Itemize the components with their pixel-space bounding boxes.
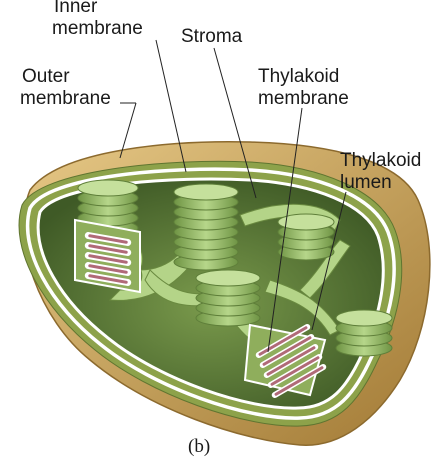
label-thylakoid-membrane: Thylakoid membrane bbox=[258, 66, 349, 109]
grana-stacks bbox=[77, 179, 393, 357]
label-thylakoid-lumen: Thylakoid lumen bbox=[340, 150, 422, 193]
figure-caption: (b) bbox=[188, 436, 211, 457]
granum bbox=[195, 269, 261, 327]
granum bbox=[277, 213, 335, 261]
leader-stroma bbox=[213, 47, 257, 199]
granum bbox=[335, 309, 393, 357]
leader-outer-membrane-2 bbox=[119, 102, 137, 159]
leader-lines bbox=[119, 39, 347, 353]
label-inner-membrane: Inner membrane bbox=[52, 0, 143, 39]
label-outer-membrane: Outer membrane bbox=[20, 66, 111, 109]
cut-granum-right bbox=[243, 323, 327, 398]
leader-thylakoid-membrane bbox=[267, 107, 303, 353]
label-stroma: Stroma bbox=[181, 26, 243, 47]
leader-inner-membrane bbox=[155, 39, 187, 173]
leader-thylakoid-lumen bbox=[311, 191, 347, 331]
cut-granum-left bbox=[74, 218, 141, 294]
granum bbox=[173, 183, 239, 271]
